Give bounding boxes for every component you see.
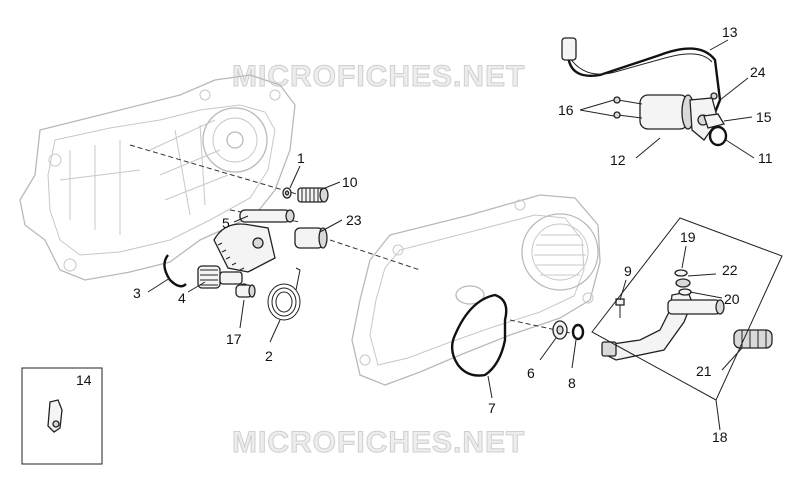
callout-2: 2: [265, 348, 273, 364]
callout-24: 24: [750, 64, 766, 80]
part-9-bolt[interactable]: [615, 298, 625, 318]
part-16-bolts[interactable]: [613, 96, 643, 119]
transmission-cover-ghost: [351, 194, 601, 386]
callout-21: 21: [696, 363, 712, 379]
part-2-spring[interactable]: [267, 267, 301, 321]
callout-22: 22: [722, 262, 738, 278]
callout-9: 9: [624, 263, 632, 279]
part-11-o-ring[interactable]: [708, 125, 728, 147]
part-3-clip[interactable]: [163, 254, 187, 288]
callout-11: 11: [758, 150, 773, 166]
part-15-bracket[interactable]: [703, 113, 726, 129]
callout-23: 23: [346, 212, 362, 228]
callout-10: 10: [342, 174, 358, 190]
callout-6: 6: [527, 365, 535, 381]
watermark-bottom: MICROFICHES.NET: [232, 426, 525, 459]
part-7-gasket[interactable]: [450, 293, 508, 377]
callout-7: 7: [488, 400, 496, 416]
callout-14: 14: [76, 372, 92, 388]
part-8-o-ring[interactable]: [571, 323, 585, 341]
callout-15: 15: [756, 109, 772, 125]
callout-4: 4: [178, 290, 186, 306]
part-19-ring[interactable]: [674, 269, 688, 277]
callout-18: 18: [712, 429, 728, 445]
callout-3: 3: [133, 285, 141, 301]
part-22-spring[interactable]: [675, 278, 691, 288]
alignment-line-3: [329, 239, 421, 271]
part-10-pinion[interactable]: [297, 187, 329, 203]
part-14-inset[interactable]: [21, 367, 103, 465]
callout-8: 8: [568, 375, 576, 391]
part-6-washer[interactable]: [552, 320, 568, 340]
part-24-screw[interactable]: [710, 92, 718, 100]
alignment-line-1: [129, 144, 301, 196]
callout-19: 19: [680, 229, 696, 245]
watermark-top: MICROFICHES.NET: [232, 60, 525, 93]
callout-20: 20: [724, 291, 740, 307]
part-12-starter-motor[interactable]: [639, 94, 719, 141]
callout-1: 1: [297, 150, 305, 166]
callout-13: 13: [722, 24, 738, 40]
callout-16: 16: [558, 102, 574, 118]
part-18-outline: [591, 217, 783, 401]
part-5-kick-shaft[interactable]: [213, 209, 295, 273]
part-20-washer[interactable]: [678, 288, 692, 296]
part-18-kick-lever[interactable]: [601, 291, 725, 361]
callout-12: 12: [610, 152, 626, 168]
part-23-bushing[interactable]: [294, 227, 328, 249]
callout-17: 17: [226, 331, 242, 347]
part-21-rubber-grip[interactable]: [733, 329, 773, 349]
callout-5: 5: [222, 215, 230, 231]
leader-lines: [147, 39, 755, 431]
part-1-washer[interactable]: [282, 187, 292, 199]
part-13-cable[interactable]: [561, 37, 722, 121]
part-17-bushing[interactable]: [235, 284, 256, 298]
